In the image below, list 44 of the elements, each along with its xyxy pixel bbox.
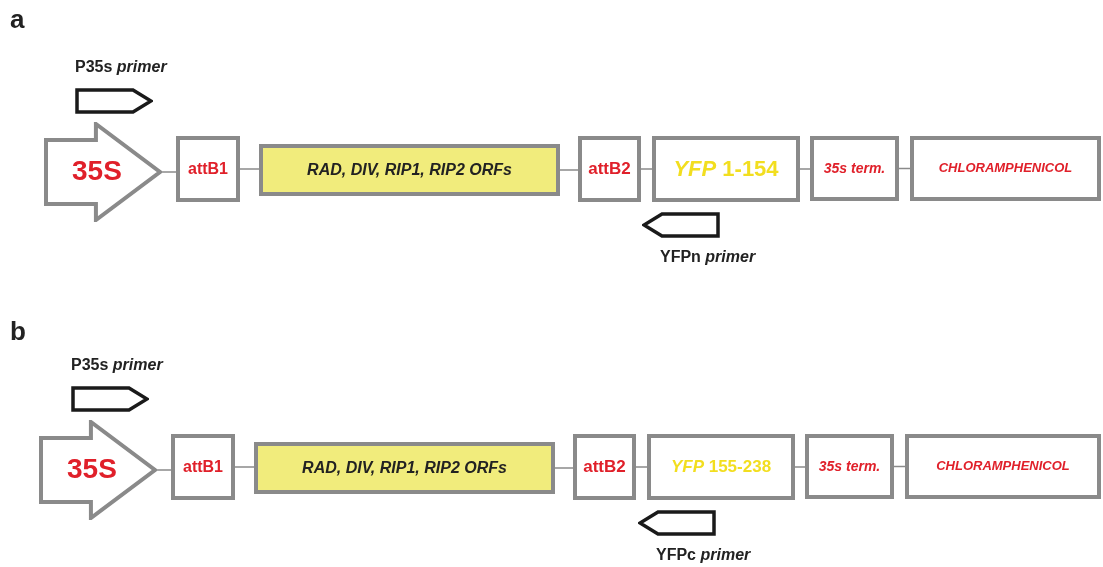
sequence-label: attB2 — [583, 457, 626, 477]
sequence-label: 35s term. — [823, 160, 886, 177]
primer-label: YFPn primer — [660, 248, 756, 266]
sequence-label: attB1 — [183, 458, 223, 476]
primer-label: P35s primer — [71, 356, 163, 374]
sequence-label: RAD, DIV, RIP1, RIP2 ORFs — [302, 459, 507, 477]
sequence-box — [259, 144, 560, 196]
panel-letter: a — [10, 4, 25, 35]
connector-line — [799, 168, 811, 170]
sequence-box — [171, 434, 235, 500]
sequence-box — [254, 442, 555, 494]
sequence-label: 35s term. — [818, 458, 881, 475]
promoter-symbol — [39, 420, 157, 520]
primer-label: P35s primer — [75, 58, 167, 76]
promoter-label: 35S — [67, 454, 117, 485]
sequence-box — [647, 434, 795, 500]
sequence-label: attB1 — [188, 160, 228, 178]
connector-line — [161, 171, 177, 173]
sequence-box — [810, 136, 899, 201]
sequence-label: YFP 155-238 — [670, 457, 772, 477]
sequence-box — [652, 136, 800, 202]
sequence-label: RAD, DIV, RIP1, RIP2 ORFs — [307, 161, 512, 179]
connector-line — [640, 168, 653, 170]
promoter-label: 35S — [72, 156, 122, 187]
sequence-box — [805, 434, 894, 499]
connector-line — [156, 469, 172, 471]
connector-line — [794, 466, 806, 468]
connector-line — [559, 169, 579, 171]
connector-line — [234, 466, 255, 468]
promoter-symbol — [44, 122, 162, 222]
connector-line — [239, 168, 260, 170]
sequence-label: CHLORAMPHENICOL — [938, 161, 1073, 176]
connector-line — [635, 466, 648, 468]
panel-letter: b — [10, 316, 26, 347]
sequence-label: attB2 — [588, 159, 631, 179]
sequence-label: CHLORAMPHENICOL — [936, 459, 1070, 474]
connector-line — [554, 467, 574, 469]
sequence-box — [573, 434, 636, 500]
sequence-box — [578, 136, 641, 202]
primer-label: YFPc primer — [656, 546, 751, 564]
sequence-label: YFP 1-154 — [673, 156, 779, 182]
sequence-box — [910, 136, 1101, 201]
sequence-box — [176, 136, 240, 202]
sequence-box — [905, 434, 1101, 499]
